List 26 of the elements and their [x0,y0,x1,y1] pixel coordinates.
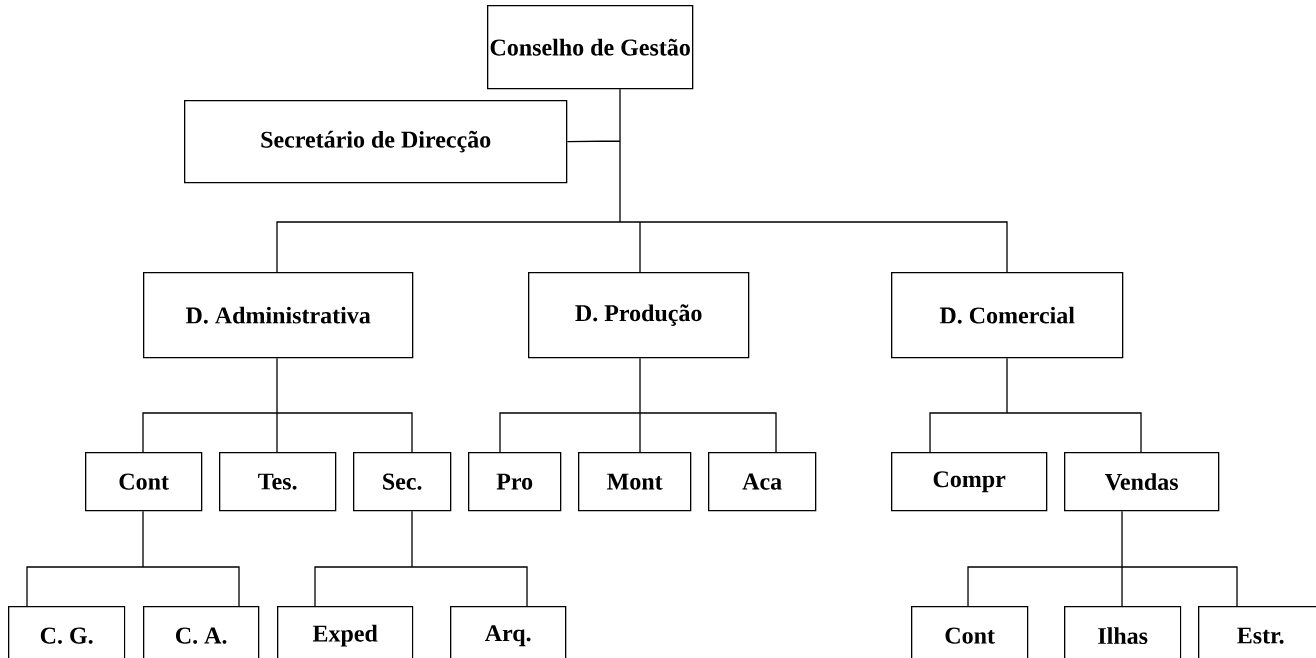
org-box: C. G. [8,606,126,658]
org-box: D. Produção [528,272,750,359]
org-box: Pro [468,452,562,512]
connector-line [499,357,777,453]
connector-line [142,357,413,453]
connector-line [314,510,528,607]
org-box: D. Administrativa [143,272,414,359]
org-box: Tes. [219,452,337,512]
org-box: Vendas [1064,452,1220,512]
org-box: Aca [708,452,817,512]
org-box: Sec. [353,452,452,512]
org-box: Estr. [1198,606,1316,658]
org-box: Cont [85,452,203,512]
org-box: Secretário de Direcção [184,100,568,184]
connector-line [276,88,1008,273]
org-box: Cont [911,606,1029,658]
org-box: D. Comercial [891,272,1124,359]
org-box: Exped [277,606,414,658]
connector-line [967,510,1238,607]
org-box: Ilhas [1064,606,1182,658]
org-box: C. A. [143,606,260,658]
org-box: Mont [578,452,692,512]
connector-line [26,510,240,607]
org-box: Conselho de Gestão [487,5,694,90]
org-box: Compr [891,452,1048,512]
org-box: Arq. [450,606,567,658]
